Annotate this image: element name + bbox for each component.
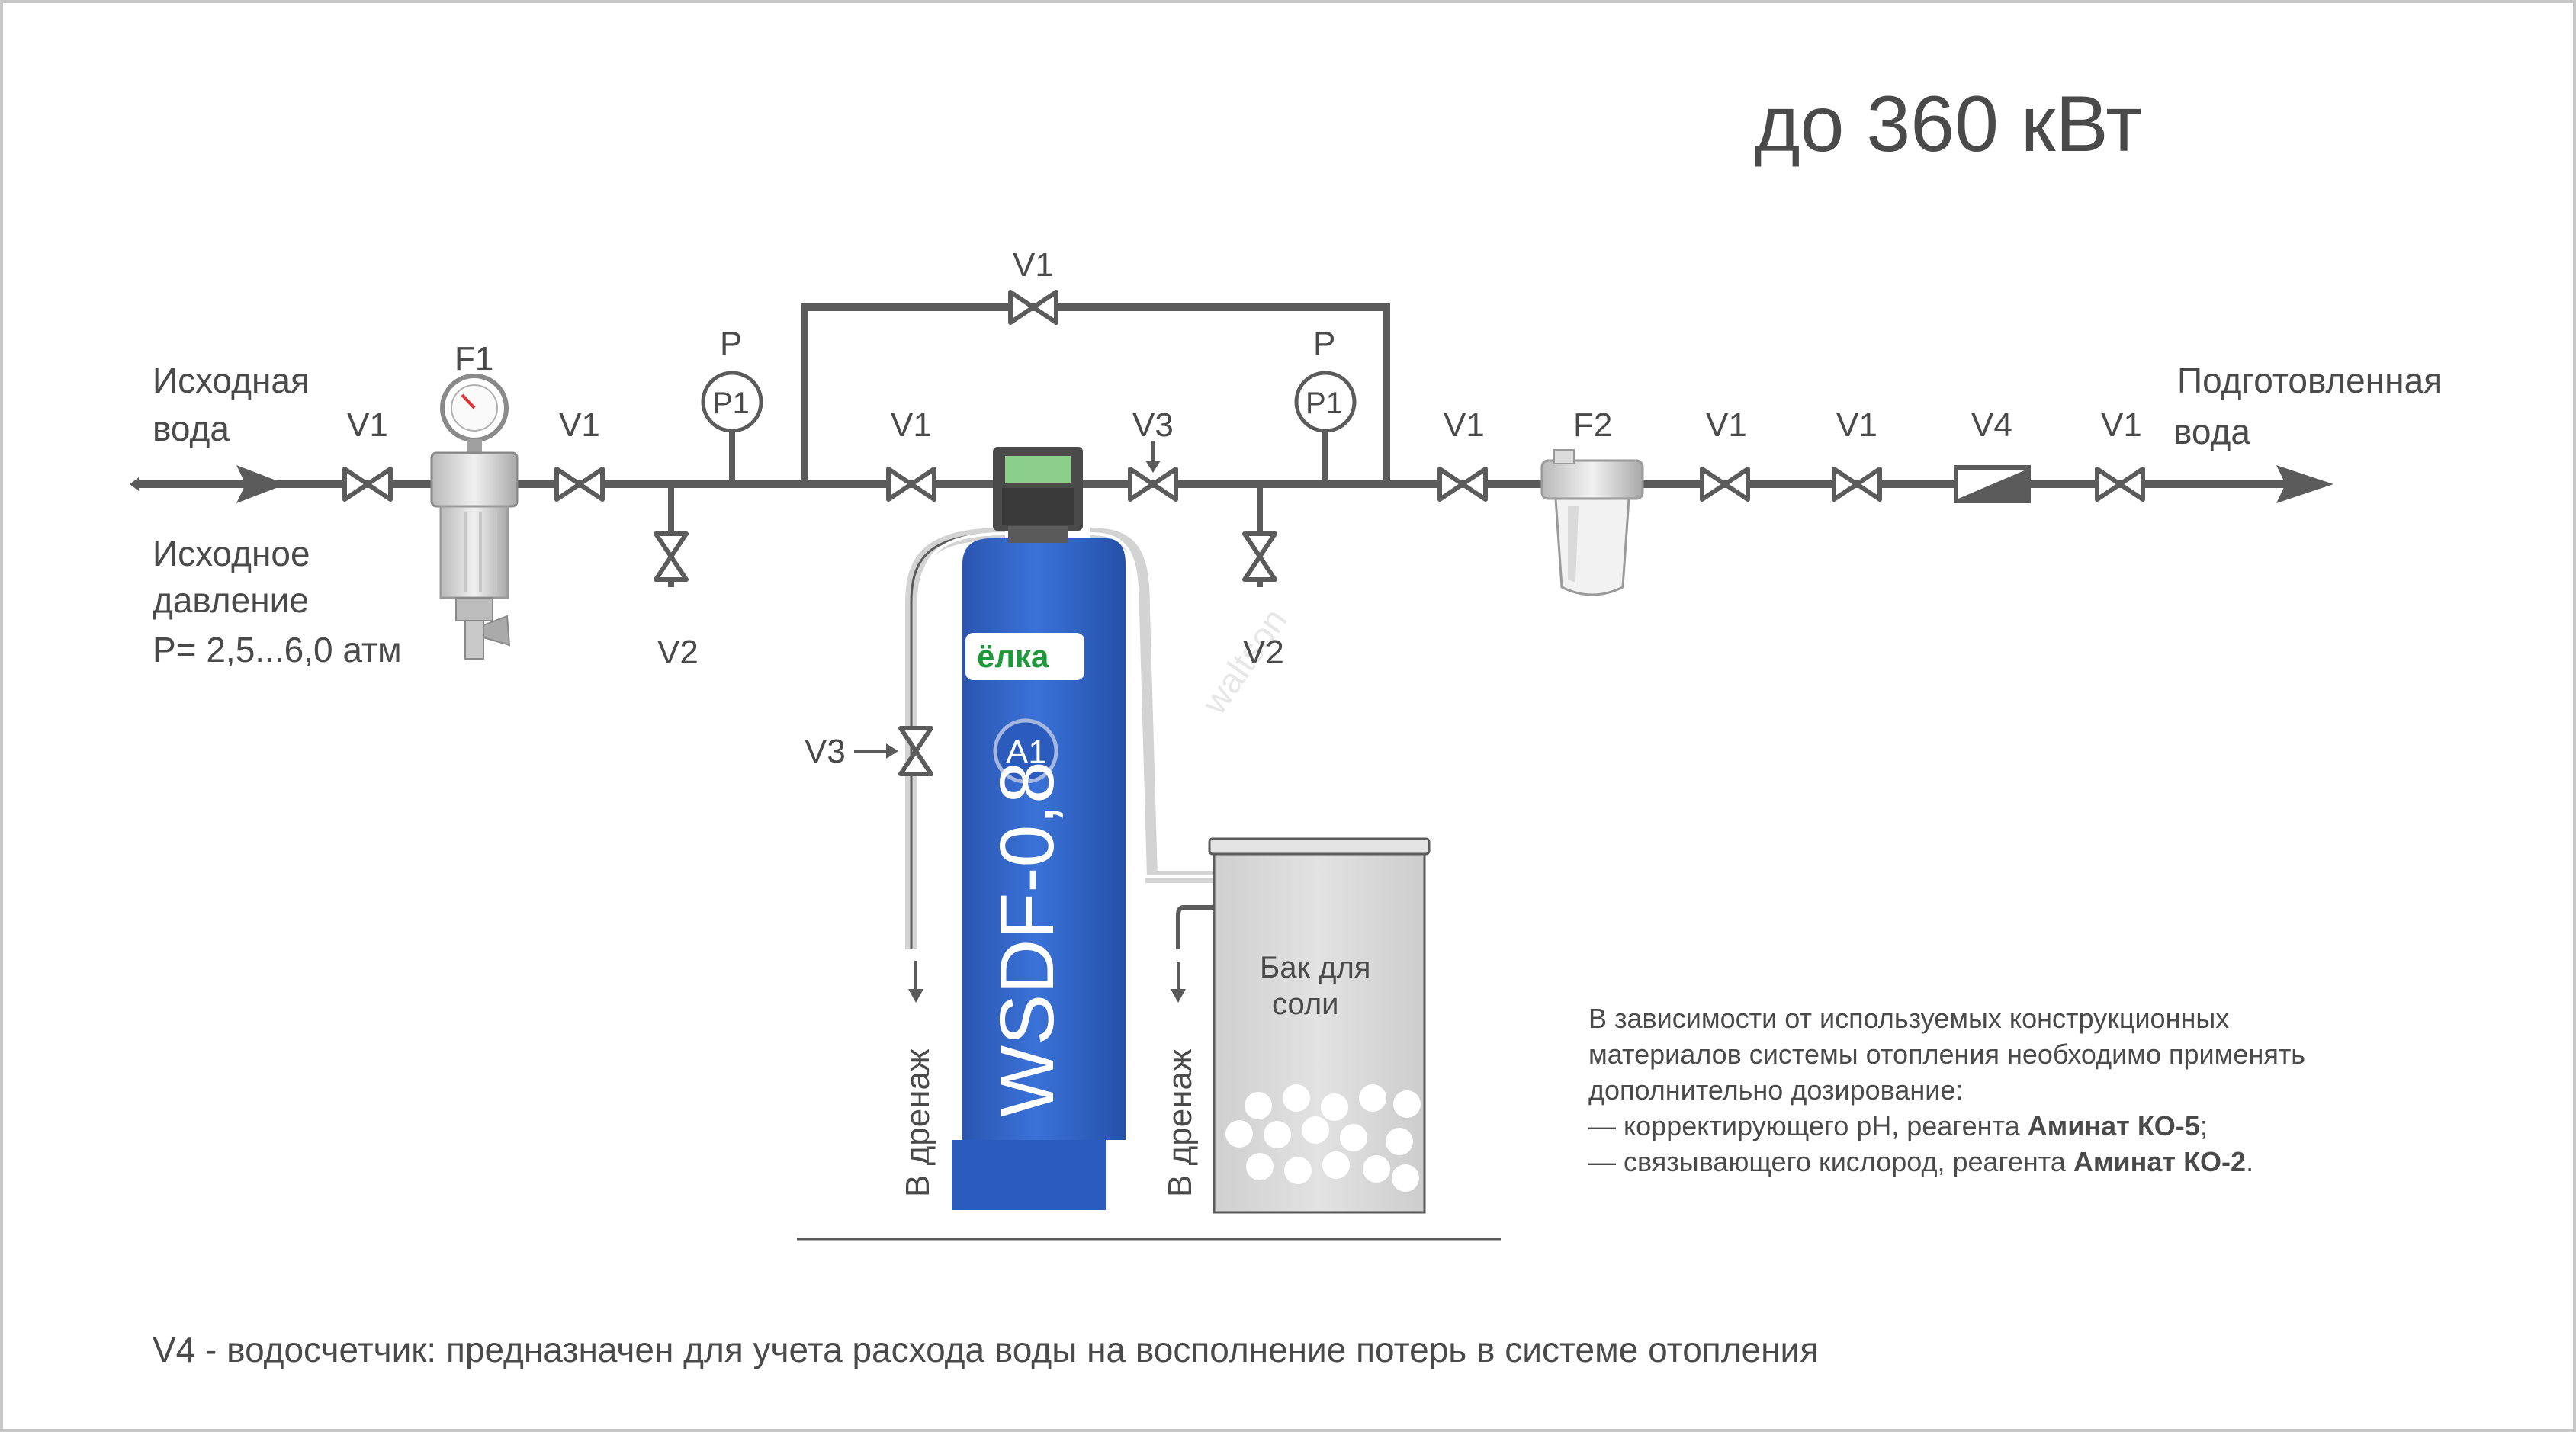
drain-arrow-2-icon [1171, 905, 1213, 1003]
note-line-1: В зависимости от используемых конструкци… [1588, 1003, 2229, 1034]
valve-v1-6-label: V1 [1836, 406, 1877, 444]
pressure-label-2: давление [153, 580, 309, 620]
valve-v1-bypass-icon [1010, 292, 1056, 323]
valve-v1-7-label: V1 [2101, 406, 2142, 444]
valve-v2-2-label: V2 [1243, 634, 1284, 671]
drain-label-1: В дренаж [899, 1048, 936, 1197]
valve-v1-2-icon [557, 469, 602, 499]
valve-v2-1-icon [656, 484, 686, 587]
note-line-4: — корректирующего pH, реагента Аминат КО… [1588, 1110, 2208, 1141]
valve-v1-bypass-label: V1 [1013, 246, 1054, 284]
pressure-label-1: Исходное [153, 534, 310, 573]
pressure-gauge-2-text: P1 [1306, 387, 1343, 420]
pressure-label-3: P= 2,5...6,0 атм [153, 630, 402, 669]
valve-v1-3-icon [888, 469, 934, 499]
cartridge-filter-f2-label: F2 [1573, 406, 1612, 444]
inlet-label-2: вода [153, 409, 230, 448]
pressure-gauge-1-label: P [720, 325, 742, 362]
inlet-arrow-icon [236, 465, 286, 503]
brand-logo-text: ёлка [977, 638, 1049, 674]
inlet-label-1: Исходная [153, 361, 310, 400]
valve-v1-3-label: V1 [891, 406, 932, 444]
valve-v3-drain-label: V3 [805, 733, 846, 770]
softener-a1-label: A1 [1006, 734, 1047, 771]
note-line-5: — связывающего кислород, реагента Аминат… [1588, 1146, 2253, 1177]
salt-tank-icon [1208, 837, 1431, 1214]
softener-model-label: WSDF-0,8 [984, 761, 1070, 1117]
outlet-label-2: вода [2173, 412, 2250, 451]
valve-v3-main-label: V3 [1132, 406, 1174, 444]
valve-v1-7-icon [2097, 469, 2143, 499]
footnote-text: V4 - водосчетчик: предназначен для учета… [153, 1330, 1819, 1369]
drain-label-2: В дренаж [1161, 1048, 1199, 1197]
valve-v1-4-icon [1440, 469, 1486, 499]
salt-tank-label-1: Бак для [1260, 951, 1370, 984]
valve-v1-5-label: V1 [1706, 406, 1747, 444]
cartridge-filter-f2-icon [1540, 449, 1644, 596]
water-meter-v4-label: V4 [1971, 406, 2012, 444]
valve-v1-6-icon [1834, 469, 1880, 499]
pressure-gauge-2-label: P [1313, 325, 1335, 362]
salt-tank-label-2: соли [1272, 987, 1339, 1021]
valve-v3-main-icon [1130, 441, 1176, 499]
valve-v1-1-icon [345, 469, 390, 499]
valve-v1-1-label: V1 [347, 406, 388, 444]
outlet-arrow-icon [2276, 465, 2333, 503]
pressure-gauge-1-text: P1 [712, 387, 750, 420]
valve-v3-drain-icon [854, 728, 931, 774]
valve-v1-4-label: V1 [1444, 406, 1485, 444]
pressure-gauge-1-icon [701, 371, 763, 484]
note-line-2: материалов системы отопления необходимо … [1588, 1039, 2305, 1070]
water-meter-v4-icon [1954, 465, 2031, 503]
outlet-label-1: Подготовленная [2177, 361, 2443, 400]
power-title: до 360 кВт [1754, 80, 2142, 169]
valve-v1-5-icon [1702, 469, 1748, 499]
valve-v2-1-label: V2 [657, 634, 699, 671]
mesh-filter-f1-label: F1 [454, 340, 493, 377]
mesh-filter-f1-icon [430, 374, 519, 660]
note-line-3: дополнительно дозирование: [1588, 1074, 1963, 1106]
valve-v1-2-label: V1 [559, 406, 600, 444]
drain-arrow-1-icon [908, 961, 923, 1003]
pressure-gauge-2-icon [1294, 371, 1357, 484]
softener-column-icon: ёлка [905, 447, 1213, 1210]
valve-v2-2-icon [1245, 484, 1275, 587]
